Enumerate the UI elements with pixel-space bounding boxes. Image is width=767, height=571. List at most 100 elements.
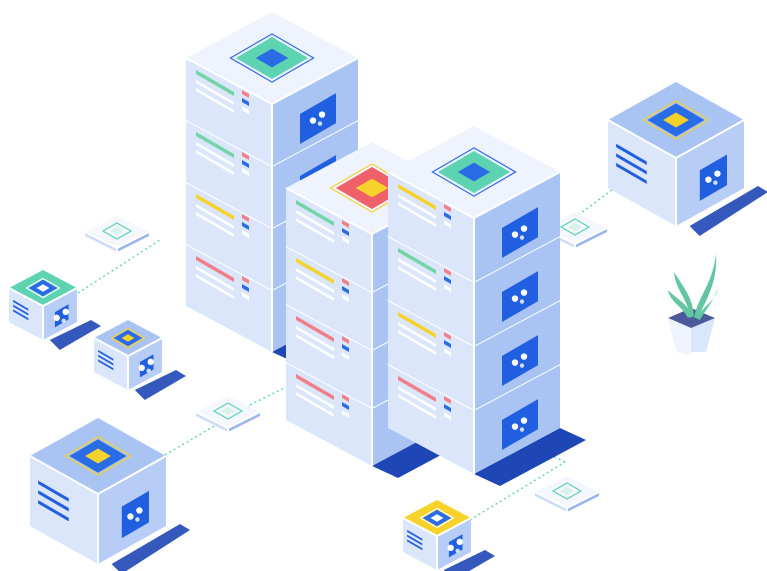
panel-knob xyxy=(317,121,323,126)
slot-bar xyxy=(444,348,451,357)
slot-bar xyxy=(242,98,249,107)
slot-bar xyxy=(296,392,334,418)
slot-bar xyxy=(444,268,451,277)
panel-knob xyxy=(146,368,151,374)
pot-front xyxy=(668,318,691,355)
slot-bar xyxy=(196,204,234,230)
slot-bar xyxy=(196,212,234,238)
slot-bar xyxy=(296,218,334,244)
chip-outline xyxy=(641,100,711,140)
chip-outline xyxy=(63,436,133,476)
slot-bar xyxy=(616,153,647,175)
slot-bar xyxy=(296,326,334,352)
panel-knob xyxy=(520,225,528,232)
connection-line xyxy=(164,404,251,456)
chip-core xyxy=(430,514,444,522)
slot-bar xyxy=(242,90,249,99)
slot-bar xyxy=(398,322,436,348)
panel-knob xyxy=(519,299,525,304)
slot-bar xyxy=(444,412,451,421)
slot-bar xyxy=(296,334,334,360)
box-left-face xyxy=(388,364,474,474)
plant-leaves xyxy=(668,254,718,320)
slot-bar xyxy=(38,490,69,512)
chip-core xyxy=(121,334,135,342)
slot-bar xyxy=(296,200,334,227)
slot-bar xyxy=(196,142,234,168)
slot-bar xyxy=(196,150,234,176)
slot-bar xyxy=(342,336,349,345)
panel-knob xyxy=(511,423,519,430)
box-left-face xyxy=(186,120,272,228)
panel-knob xyxy=(61,318,66,324)
panel-knob xyxy=(455,548,460,554)
slot-bar xyxy=(296,374,334,401)
tile-chip-outline xyxy=(101,222,133,240)
slot-bar xyxy=(196,132,234,159)
slot-bar xyxy=(444,220,451,229)
slot-bar xyxy=(242,284,249,293)
slot-bar xyxy=(444,212,451,221)
node-top-right xyxy=(607,82,767,236)
server-towers xyxy=(185,12,586,486)
slot-bar xyxy=(242,160,249,169)
panel-knob xyxy=(511,295,519,302)
panel-knob xyxy=(519,427,525,432)
slot-bar xyxy=(242,292,249,301)
box-left-face xyxy=(186,244,272,352)
slot-bar xyxy=(398,266,436,292)
slot-bar xyxy=(342,394,349,403)
slot-bar xyxy=(398,330,436,356)
plant-leaf xyxy=(674,272,694,318)
slot-bar xyxy=(444,340,451,349)
chip-tile-icon xyxy=(195,396,261,432)
slot-bar xyxy=(398,258,436,284)
slot-bar xyxy=(196,80,234,106)
plant-leaf xyxy=(694,254,717,318)
slot-bar xyxy=(13,304,29,316)
tile-chip-core xyxy=(221,407,235,415)
control-panel xyxy=(502,335,538,386)
slot-bar xyxy=(296,268,334,294)
slot-bar xyxy=(242,230,249,239)
slot-bar xyxy=(242,222,249,231)
slot-bar xyxy=(398,386,436,412)
slot-bar xyxy=(13,299,29,311)
slot-bar xyxy=(242,168,249,177)
panel-knob xyxy=(520,289,528,296)
panel-knob xyxy=(309,117,317,124)
connection-line xyxy=(469,461,566,521)
node-shadow xyxy=(49,320,101,350)
node-shadow xyxy=(443,550,495,571)
panel-knob xyxy=(447,544,454,552)
tile-chip-outline xyxy=(212,402,244,420)
slot-bar xyxy=(296,316,334,343)
slot-bar xyxy=(444,276,451,285)
node-bottom-left xyxy=(29,418,190,571)
node-bottom-center xyxy=(402,500,495,571)
slot-bar xyxy=(242,106,249,115)
slot-bar xyxy=(196,88,234,114)
slot-bar xyxy=(98,359,114,371)
slot-bar xyxy=(342,236,349,245)
box-left-face xyxy=(608,120,676,226)
slot-bar xyxy=(296,258,334,285)
box-left-face xyxy=(186,58,272,166)
slot-bar xyxy=(407,534,423,546)
box-left-face xyxy=(388,236,474,346)
control-panel xyxy=(502,399,538,450)
chip-outline xyxy=(25,277,61,299)
panel-knob xyxy=(511,231,519,238)
panel-knob xyxy=(511,359,519,366)
right-tower xyxy=(387,126,586,486)
panel-knob xyxy=(127,513,134,520)
slot-bar xyxy=(296,210,334,236)
slot-bar xyxy=(444,332,451,341)
slot-bar xyxy=(342,294,349,303)
panel-knob xyxy=(705,176,712,183)
slot-bar xyxy=(444,404,451,413)
slot-bar xyxy=(196,256,234,283)
slot-bar xyxy=(398,184,436,211)
tower-shadow xyxy=(474,428,586,486)
panel-knob xyxy=(138,364,145,372)
